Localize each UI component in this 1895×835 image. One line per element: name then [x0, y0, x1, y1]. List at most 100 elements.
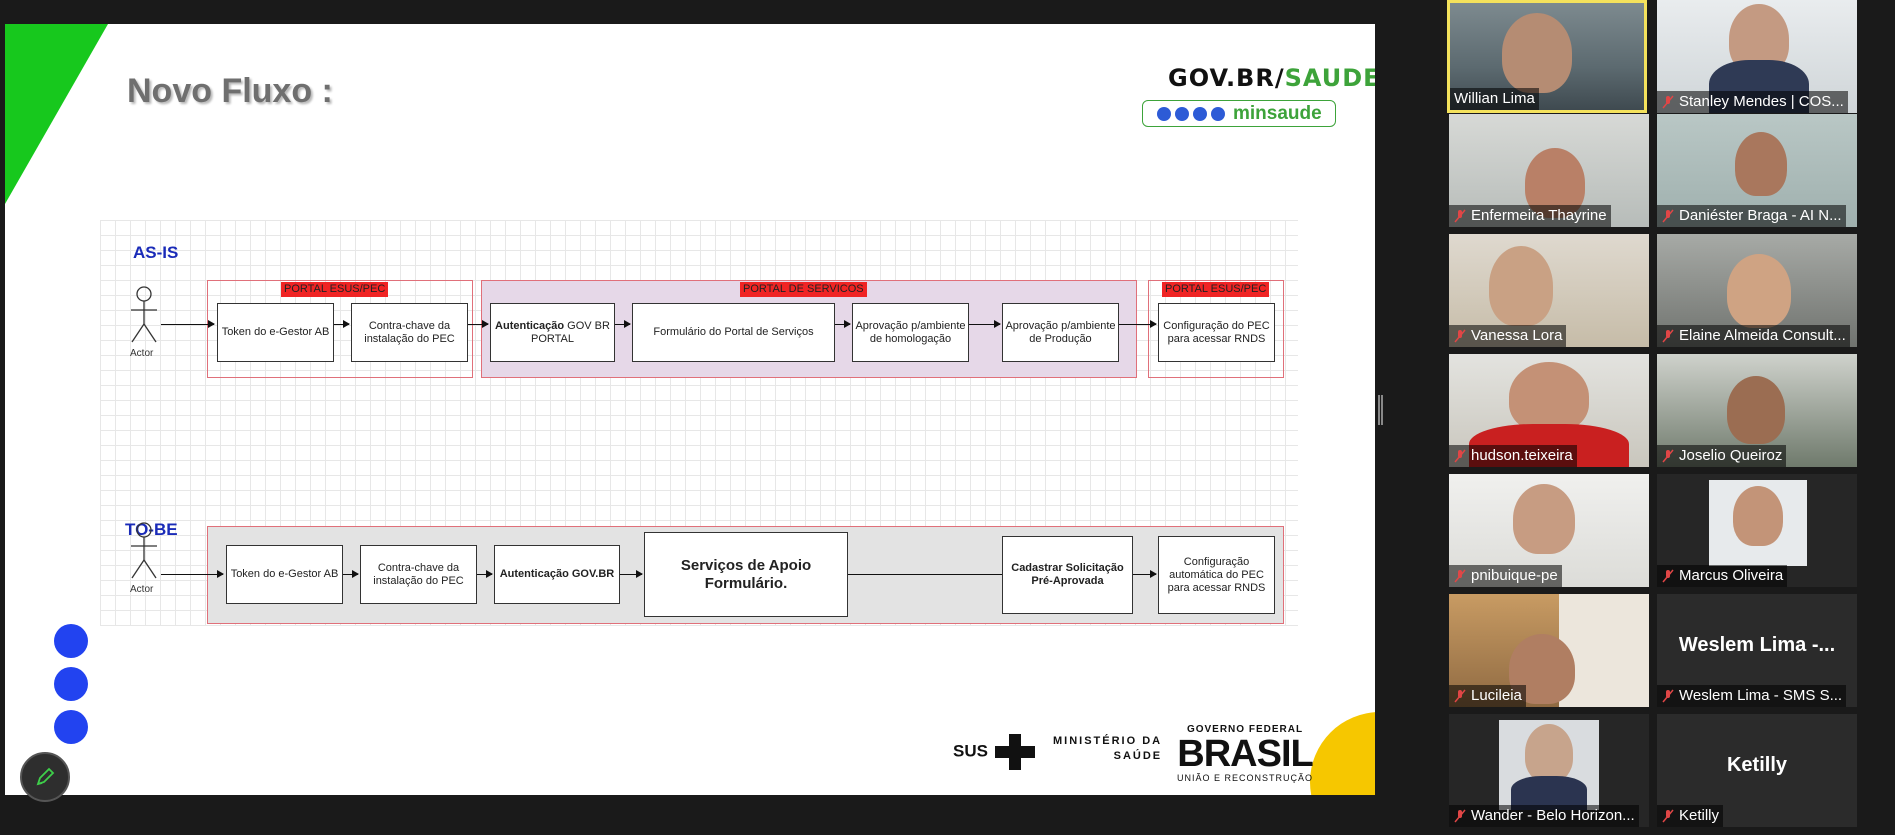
panel-resize-handle[interactable]: [1378, 395, 1383, 425]
slide-nav-dot: [54, 710, 88, 744]
pencil-icon: [36, 767, 55, 786]
slide-nav-dot: [54, 624, 88, 658]
muted-mic-icon: [1454, 569, 1466, 583]
slide-title: Novo Fluxo :: [127, 72, 333, 110]
social-media-badge: minsaude: [1142, 100, 1336, 127]
tobe-actor-label: Actor: [130, 584, 154, 595]
video-feed: [1450, 3, 1644, 110]
tobe-box-token: Token do e-Gestor AB: [226, 545, 343, 604]
tobe-box-autenticacao: Autenticação GOV.BR: [494, 545, 620, 604]
participant-tile[interactable]: Joselio Queiroz: [1657, 354, 1857, 467]
asis-actor-label: Actor: [130, 348, 154, 359]
social-handle: minsaude: [1233, 102, 1322, 124]
green-corner-decoration: [5, 24, 108, 204]
twitter-icon: [1193, 106, 1207, 121]
arrow: [1119, 320, 1157, 328]
tobe-box-cadastrar: Cadastrar Solicitação Pré-Aprovada: [1002, 536, 1133, 614]
asis-box-token: Token do e-Gestor AB: [217, 303, 334, 362]
muted-mic-icon: [1662, 329, 1674, 343]
tobe-actor-icon: [131, 522, 157, 579]
youtube-icon: [1211, 106, 1225, 121]
arrow: [620, 570, 643, 578]
participant-tile[interactable]: hudson.teixeira: [1449, 354, 1649, 467]
arrow: [1133, 570, 1157, 578]
video-off-name: Weslem Lima -...: [1678, 634, 1836, 656]
muted-mic-icon: [1454, 209, 1466, 223]
asis-box-producao: Aprovação p/ambiente de Produção: [1002, 303, 1119, 362]
facebook-icon: [1157, 106, 1171, 121]
participant-name: Lucileia: [1449, 685, 1526, 707]
participant-tile[interactable]: Willian Lima: [1447, 0, 1647, 113]
participant-tile[interactable]: pnibuique-pe: [1449, 474, 1649, 587]
participant-tile[interactable]: Vanessa Lora: [1449, 234, 1649, 347]
instagram-icon: [1175, 106, 1189, 121]
arrow: [848, 570, 1010, 578]
flow-diagram: AS-IS Actor PORTAL ESUS/PEC PORTAL DE SE…: [100, 220, 1298, 626]
arrow: [161, 570, 224, 578]
lane-label-servicos: PORTAL DE SERVICOS: [740, 282, 867, 297]
governo-federal-logo: GOVERNO FEDERAL BRASIL UNIÃO E RECONSTRU…: [1177, 724, 1314, 783]
participant-name: Ketilly: [1657, 805, 1724, 827]
arrow: [835, 320, 851, 328]
muted-mic-icon: [1662, 449, 1674, 463]
yellow-corner-decoration: [1310, 712, 1375, 795]
participant-name: Wander - Belo Horizon...: [1449, 805, 1639, 827]
asis-box-configuracao: Configuração do PEC para acessar RNDS: [1158, 303, 1275, 362]
participant-name: Weslem Lima - SMS S...: [1657, 685, 1847, 707]
asis-box-autenticacao: Autenticação GOV BR PORTAL: [490, 303, 615, 362]
arrow: [161, 320, 215, 328]
participant-tile[interactable]: Enfermeira Thayrine: [1449, 114, 1649, 227]
arrow: [343, 570, 359, 578]
participant-tile[interactable]: Daniéster Braga - AI N...: [1657, 114, 1857, 227]
annotate-pencil-button[interactable]: [20, 752, 70, 802]
asis-lane-esus-1: [207, 280, 473, 378]
participant-name: Stanley Mendes | COS...: [1657, 91, 1848, 113]
ministerio-saude-logo: MINISTÉRIO DA SAÚDE: [1053, 735, 1163, 762]
asis-box-contrachave: Contra-chave da instalação do PEC: [351, 303, 468, 362]
participant-name: Daniéster Braga - AI N...: [1657, 205, 1846, 227]
video-off-name: Ketilly: [1726, 754, 1788, 776]
participant-name: Vanessa Lora: [1449, 325, 1567, 347]
asis-actor-icon: [131, 286, 157, 343]
participant-tile[interactable]: Elaine Almeida Consult...: [1657, 234, 1857, 347]
participant-tile[interactable]: Lucileia: [1449, 594, 1649, 707]
muted-mic-icon: [1662, 809, 1674, 823]
tobe-box-servicos: Serviços de Apoio Formulário.: [644, 532, 848, 617]
muted-mic-icon: [1454, 449, 1466, 463]
arrow: [477, 570, 493, 578]
tobe-box-configuracao: Configuração automática do PEC para aces…: [1158, 536, 1275, 614]
participant-name: hudson.teixeira: [1449, 445, 1577, 467]
participant-tile[interactable]: Stanley Mendes | COS...: [1657, 0, 1857, 113]
participant-tile[interactable]: Ketilly Ketilly: [1657, 714, 1857, 827]
sus-cross-icon: [994, 734, 1035, 770]
muted-mic-icon: [1662, 689, 1674, 703]
participant-tile[interactable]: Wander - Belo Horizon...: [1449, 714, 1649, 827]
asis-box-homologacao: Aprovação p/ambiente de homologação: [852, 303, 969, 362]
arrow: [615, 320, 631, 328]
asis-label: AS-IS: [133, 243, 179, 262]
participant-tile[interactable]: Weslem Lima -... Weslem Lima - SMS S...: [1657, 594, 1857, 707]
participant-name: pnibuique-pe: [1449, 565, 1562, 587]
sus-logo: SUS: [953, 734, 1035, 770]
muted-mic-icon: [1662, 209, 1674, 223]
participant-name: Willian Lima: [1450, 88, 1539, 110]
asis-lane-esus-2: [1148, 280, 1284, 378]
slide-nav-dot: [54, 667, 88, 701]
asis-box-formulario: Formulário do Portal de Serviços: [632, 303, 835, 362]
lane-label-esus-2: PORTAL ESUS/PEC: [1162, 282, 1270, 297]
muted-mic-icon: [1662, 569, 1674, 583]
participant-name: Elaine Almeida Consult...: [1657, 325, 1850, 347]
arrow: [969, 320, 1001, 328]
participant-tile[interactable]: Marcus Oliveira: [1657, 474, 1857, 587]
arrow: [468, 320, 489, 328]
shared-slide: Novo Fluxo : GOV.BR/SAUDE minsaude AS-IS…: [5, 24, 1375, 795]
govbr-saude-logo: GOV.BR/SAUDE: [1168, 64, 1375, 92]
muted-mic-icon: [1662, 95, 1674, 109]
muted-mic-icon: [1454, 809, 1466, 823]
participant-name: Enfermeira Thayrine: [1449, 205, 1611, 227]
arrow: [334, 320, 350, 328]
participant-name: Marcus Oliveira: [1657, 565, 1788, 587]
participant-name: Joselio Queiroz: [1657, 445, 1787, 467]
muted-mic-icon: [1454, 689, 1466, 703]
muted-mic-icon: [1454, 329, 1466, 343]
